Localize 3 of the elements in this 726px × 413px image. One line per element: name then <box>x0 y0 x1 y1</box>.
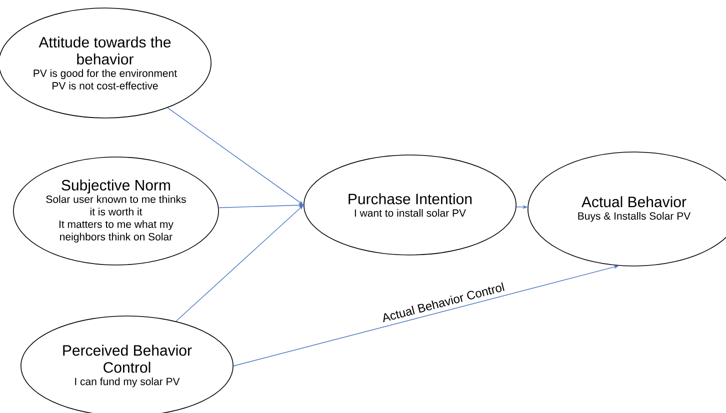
edge-label: Actual Behavior Control <box>383 282 504 322</box>
ellipse-node: Subjective Norm Solar user known to me thinks it is worth it It matters to me what my neighbors think on Solar <box>13 156 219 266</box>
ellipse-node: Purchase Intention I want to install solar PV <box>304 154 516 256</box>
